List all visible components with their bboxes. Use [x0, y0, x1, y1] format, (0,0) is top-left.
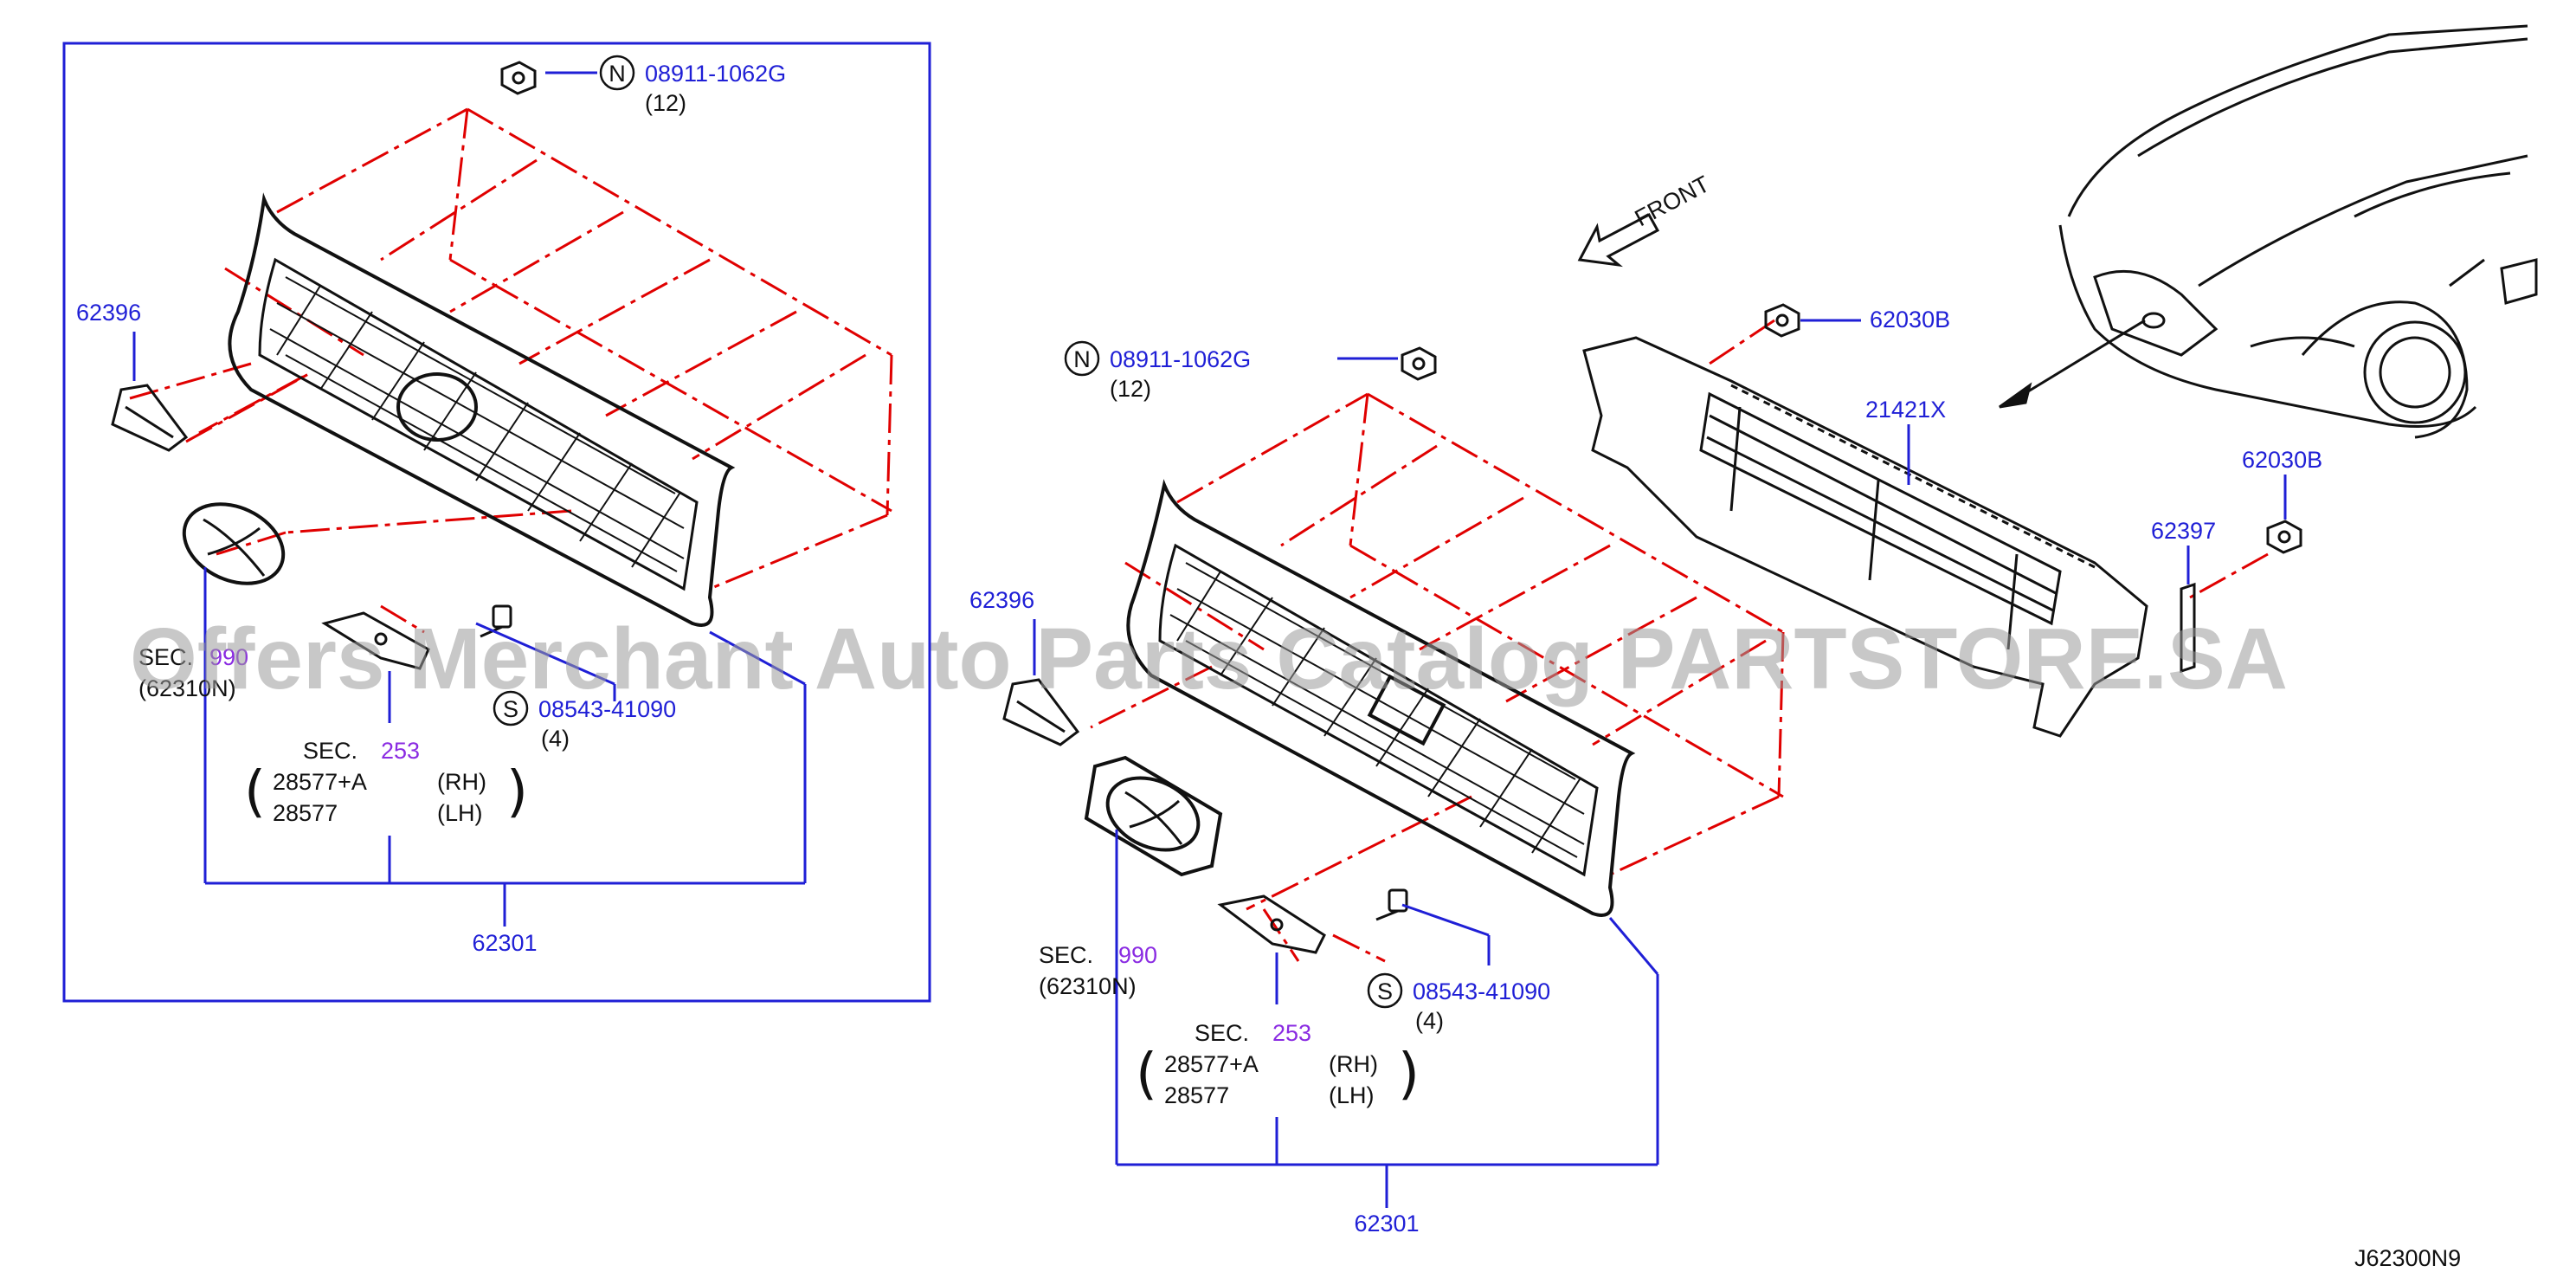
air-shutter-21421X [1582, 336, 2148, 738]
left-phantom-lines [129, 107, 893, 634]
left-hinge-bracket [321, 611, 430, 670]
left-leaders [132, 71, 807, 927]
left-sec-prefix: SEC. [303, 738, 357, 764]
left-sec-num[interactable]: 253 [381, 738, 420, 764]
right-clip-top-part[interactable]: 62030B [1870, 307, 1950, 333]
left-nut-symbol: N [609, 61, 626, 87]
right-clip-top-62030B [1764, 303, 1800, 338]
left-screw-symbol: S [503, 696, 518, 722]
left-bracket-part[interactable]: 62396 [76, 300, 141, 326]
bracket-62397-part[interactable]: 62397 [2151, 518, 2216, 544]
left-nut-part[interactable]: 08911-1062G [645, 61, 786, 87]
center-sec-num[interactable]: 253 [1272, 1020, 1311, 1046]
center-screw [1375, 888, 1408, 921]
left-screw-symbol-circle [493, 690, 529, 726]
center-screw-part[interactable]: 08543-41090 [1413, 978, 1550, 1004]
left-screw-qty: (4) [541, 726, 570, 752]
right-clip-right-part[interactable]: 62030B [2242, 447, 2322, 473]
left-sec-open-paren: ( [244, 760, 266, 824]
center-sec-side-1: (RH) [1329, 1051, 1378, 1077]
center-grille [1126, 479, 1636, 917]
center-screw-symbol: S [1377, 978, 1393, 1004]
bracket-62397 [2180, 582, 2196, 674]
car-direction-arrow-icon [1999, 382, 2032, 409]
center-assembly-part[interactable]: 62301 [1354, 1211, 1419, 1237]
center-sec-open-paren: ( [1136, 1043, 1157, 1107]
left-grille [228, 192, 736, 627]
shutter-part[interactable]: 21421X [1865, 397, 1946, 423]
center-sec-item-1: 28577+A [1164, 1051, 1259, 1077]
left-nut-qty: (12) [645, 90, 686, 116]
right-clip-right-62030B [2266, 520, 2302, 554]
left-screw-part[interactable]: 08543-41090 [538, 696, 676, 722]
left-sec-close-paren: ) [506, 760, 528, 824]
left-sec-side-2: (LH) [437, 800, 483, 826]
center-bracket-62396 [1002, 678, 1080, 746]
right-labels: 62030B 21421X 62030B 62397 [1865, 307, 2322, 544]
front-arrow: FRONT [1577, 171, 1714, 268]
left-bracket-62396 [111, 384, 189, 452]
center-labels: N 08911-1062G (12) 62396 SEC. 990 (62310… [969, 340, 1550, 1237]
center-hinge-bracket [1217, 894, 1326, 954]
center-bracket-part[interactable]: 62396 [969, 587, 1034, 613]
center-screw-qty: (4) [1415, 1008, 1444, 1034]
center-sec-close-paren: ) [1398, 1043, 1420, 1107]
center-nut-qty: (12) [1110, 376, 1151, 402]
center-sec-item-2: 28577 [1164, 1082, 1229, 1108]
left-inset-frame [62, 42, 931, 1003]
center-phantom-lines [1090, 392, 1785, 963]
center-sec-prefix: SEC. [1195, 1020, 1249, 1046]
center-nut-08911 [1401, 346, 1437, 381]
front-arrow-icon [1577, 212, 1660, 268]
center-screw-symbol-circle [1367, 972, 1403, 1009]
front-label: FRONT [1631, 171, 1714, 231]
left-nut-08911 [500, 61, 537, 95]
left-screw [480, 604, 512, 638]
center-sec-side-2: (LH) [1329, 1082, 1375, 1108]
left-nut-symbol-circle [599, 55, 635, 91]
left-assembly-part[interactable]: 62301 [472, 930, 537, 956]
left-labels: N 08911-1062G (12) 62396 SEC. 990 (62310… [76, 55, 786, 956]
center-emblem-sec-prefix: SEC. [1039, 942, 1093, 968]
diagram-id: J62300N9 [2354, 1245, 2461, 1271]
left-emblem-sec-prefix: SEC. [138, 644, 193, 670]
left-sec-item-1: 28577+A [273, 769, 367, 795]
center-emblem [1084, 755, 1223, 877]
center-nut-part[interactable]: 08911-1062G [1110, 346, 1251, 372]
center-leaders [1033, 357, 1659, 1208]
center-emblem-sec-sub: (62310N) [1039, 973, 1137, 999]
center-emblem-sec-num[interactable]: 990 [1118, 942, 1157, 968]
left-emblem-sec-num[interactable]: 990 [209, 644, 248, 670]
center-nut-symbol: N [1073, 346, 1091, 372]
right-phantom-lines [1709, 319, 2269, 599]
left-sec-item-2: 28577 [273, 800, 338, 826]
center-nut-symbol-circle [1064, 340, 1100, 377]
right-leaders [1800, 319, 2287, 584]
left-sec-side-1: (RH) [437, 769, 486, 795]
left-emblem-sec-sub: (62310N) [138, 675, 236, 701]
car-outline [1999, 24, 2538, 439]
left-emblem [182, 502, 286, 585]
watermark: Offers Merchant Auto Parts Catalog PARTS… [130, 610, 2288, 707]
